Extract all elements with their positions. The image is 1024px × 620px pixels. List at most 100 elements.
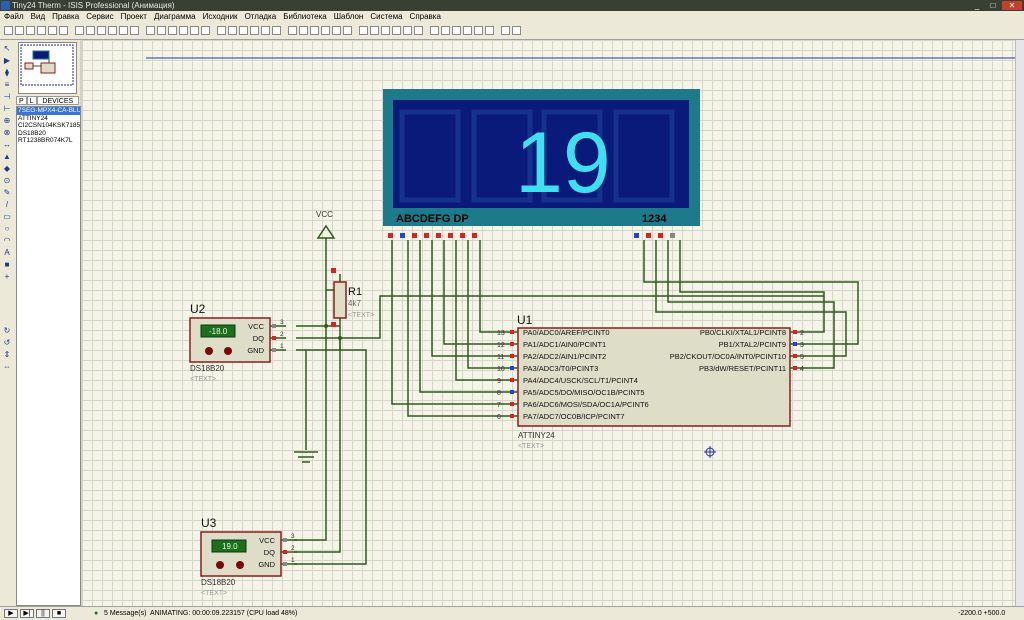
- save-icon[interactable]: [26, 26, 35, 35]
- play-button[interactable]: ▶: [4, 609, 18, 618]
- mode-tool-icon[interactable]: ▲: [2, 152, 12, 162]
- save-icon[interactable]: [157, 26, 166, 35]
- undo-icon[interactable]: [201, 26, 210, 35]
- maximize-button[interactable]: □: [986, 1, 1000, 10]
- mode-tool-icon[interactable]: ⧫: [2, 68, 12, 78]
- minimize-button[interactable]: _: [970, 1, 984, 10]
- undo-icon[interactable]: [463, 26, 472, 35]
- mode-tool-icon[interactable]: ⊕: [2, 116, 12, 126]
- sensor-u3[interactable]: 19.0 U3 DS18B20 <TEXT> VCC3DQ2GND1: [201, 516, 297, 597]
- redo-icon[interactable]: [343, 26, 352, 35]
- paste-icon[interactable]: [250, 26, 259, 35]
- stop-button[interactable]: ■: [52, 609, 66, 618]
- list-item[interactable]: RT1238BR074K7L: [17, 137, 80, 145]
- mode-tool-icon[interactable]: ■: [2, 260, 12, 270]
- new-icon[interactable]: [261, 26, 270, 35]
- new-icon[interactable]: [130, 26, 139, 35]
- mode-tool-icon[interactable]: ↔: [2, 140, 12, 150]
- rotate-icon[interactable]: ⇕: [2, 350, 12, 360]
- zoom-out-icon[interactable]: [452, 26, 461, 35]
- print-icon[interactable]: [168, 26, 177, 35]
- zoom-in-icon[interactable]: [441, 26, 450, 35]
- copy-icon[interactable]: [501, 26, 510, 35]
- menu-help[interactable]: Справка: [410, 11, 441, 23]
- open-icon[interactable]: [146, 26, 155, 35]
- cut-icon[interactable]: [228, 26, 237, 35]
- u2-button-up[interactable]: [224, 347, 232, 355]
- message-count[interactable]: 5 Message(s): [104, 608, 146, 619]
- print-icon[interactable]: [430, 26, 439, 35]
- u2-button-down[interactable]: [205, 347, 213, 355]
- zoom-in-icon[interactable]: [179, 26, 188, 35]
- mode-tool-icon[interactable]: ⊙: [2, 176, 12, 186]
- list-item[interactable]: DS18B20: [17, 130, 80, 138]
- paste-icon[interactable]: [381, 26, 390, 35]
- new-icon[interactable]: [4, 26, 13, 35]
- open-icon[interactable]: [403, 26, 412, 35]
- copy-icon[interactable]: [239, 26, 248, 35]
- menu-tools[interactable]: Сервис: [86, 11, 113, 23]
- vertical-scrollbar[interactable]: [1015, 40, 1024, 606]
- vcc-terminal[interactable]: [318, 226, 334, 238]
- sensor-u2[interactable]: -18.0 U2 DS18B20 <TEXT> VCC3DQ2GND1: [190, 302, 286, 383]
- zoom-out-icon[interactable]: [59, 26, 68, 35]
- mode-tool-icon[interactable]: ⊢: [2, 104, 12, 114]
- u3-button-down[interactable]: [216, 561, 224, 569]
- mode-tool-icon[interactable]: +: [2, 272, 12, 282]
- mode-tool-icon[interactable]: ≡: [2, 80, 12, 90]
- print-icon[interactable]: [299, 26, 308, 35]
- resistor-r1[interactable]: [334, 282, 346, 318]
- mode-tool-icon[interactable]: ○: [2, 224, 12, 234]
- rotate-icon[interactable]: ↺: [2, 338, 12, 348]
- mode-tool-icon[interactable]: ⊗: [2, 128, 12, 138]
- menu-view[interactable]: Вид: [31, 11, 45, 23]
- mode-tool-icon[interactable]: ⊣: [2, 92, 12, 102]
- step-button[interactable]: ▶|: [20, 609, 34, 618]
- pause-button[interactable]: ||: [36, 609, 50, 618]
- mode-tool-icon[interactable]: ↖: [2, 44, 12, 54]
- mode-tool-icon[interactable]: /: [2, 200, 12, 210]
- menu-template[interactable]: Шаблон: [334, 11, 364, 23]
- redo-icon[interactable]: [474, 26, 483, 35]
- tab-pick-devices[interactable]: P: [16, 96, 27, 105]
- cut-icon[interactable]: [485, 26, 494, 35]
- seven-segment-display[interactable]: ABCDEFG DP 1234 19: [383, 89, 700, 226]
- copy-icon[interactable]: [108, 26, 117, 35]
- mode-tool-icon[interactable]: A: [2, 248, 12, 258]
- mode-tool-icon[interactable]: ▶: [2, 56, 12, 66]
- menu-edit[interactable]: Правка: [52, 11, 79, 23]
- list-item[interactable]: 7SEG-MPX4-CA-BLUE: [17, 107, 80, 115]
- menu-design[interactable]: Проект: [121, 11, 147, 23]
- menu-file[interactable]: Файл: [4, 11, 24, 23]
- open-icon[interactable]: [272, 26, 281, 35]
- overview-preview[interactable]: [18, 42, 77, 94]
- save-icon[interactable]: [414, 26, 423, 35]
- close-button[interactable]: ✕: [1002, 1, 1022, 10]
- mode-tool-icon[interactable]: ✎: [2, 188, 12, 198]
- new-icon[interactable]: [392, 26, 401, 35]
- undo-icon[interactable]: [75, 26, 84, 35]
- list-item[interactable]: ATTINY24: [17, 115, 80, 123]
- redo-icon[interactable]: [86, 26, 95, 35]
- device-list[interactable]: 7SEG-MPX4-CA-BLUE ATTINY24 CI2CSN104KSK7…: [16, 106, 81, 606]
- save-icon[interactable]: [288, 26, 297, 35]
- zoom-out-icon[interactable]: [190, 26, 199, 35]
- rotate-icon[interactable]: ↻: [2, 326, 12, 336]
- menu-graph[interactable]: Диаграмма: [154, 11, 196, 23]
- mode-tool-icon[interactable]: ◆: [2, 164, 12, 174]
- u3-button-up[interactable]: [236, 561, 244, 569]
- menu-debug[interactable]: Отладка: [245, 11, 277, 23]
- paste-icon[interactable]: [512, 26, 521, 35]
- cut-icon[interactable]: [359, 26, 368, 35]
- menu-system[interactable]: Система: [370, 11, 402, 23]
- copy-icon[interactable]: [370, 26, 379, 35]
- paste-icon[interactable]: [119, 26, 128, 35]
- list-item[interactable]: CI2CSN104KSK7185: [17, 122, 80, 130]
- undo-icon[interactable]: [332, 26, 341, 35]
- redo-icon[interactable]: [217, 26, 226, 35]
- zoom-out-icon[interactable]: [321, 26, 330, 35]
- zoom-in-icon[interactable]: [310, 26, 319, 35]
- menu-source[interactable]: Исходник: [203, 11, 238, 23]
- open-icon[interactable]: [15, 26, 24, 35]
- menu-library[interactable]: Библиотека: [283, 11, 327, 23]
